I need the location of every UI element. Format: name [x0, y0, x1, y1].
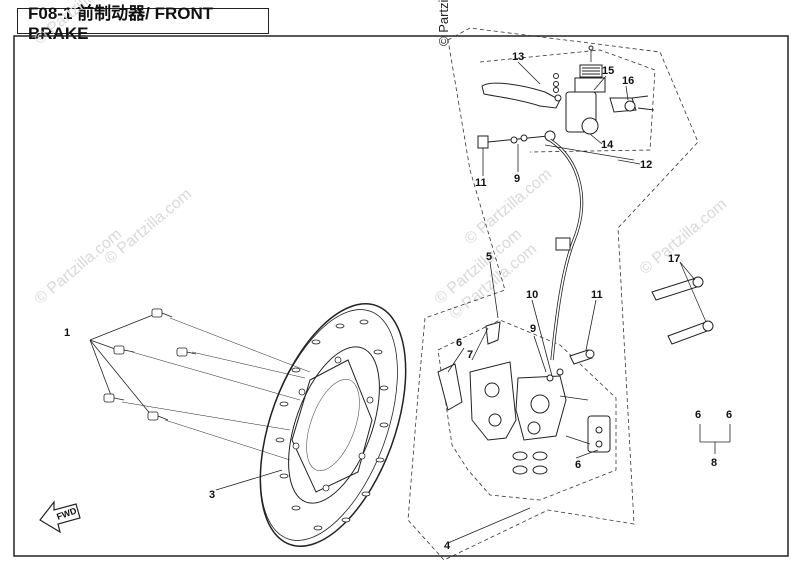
- watermark-1: © Partzilla.com: [32, 0, 126, 48]
- callout-9-upper: 9: [514, 173, 520, 185]
- callout-6-lower: 6: [575, 459, 581, 471]
- callout-12: 12: [640, 159, 652, 171]
- callout-3: 3: [209, 489, 215, 501]
- callout-8: 8: [711, 457, 717, 469]
- leader-lines: [215, 61, 731, 544]
- callout-16: 16: [622, 75, 634, 87]
- callout-6-left: 6: [456, 337, 462, 349]
- callout-labels: 1 3 4 5 6 6 6 6 7 8 9 9 10 11 11 12 13 1…: [64, 51, 732, 552]
- copyright-text: © Partzilla: [436, 0, 451, 46]
- lever-outline: [479, 49, 656, 153]
- brake-caliper: [437, 321, 611, 475]
- page-title: F08-1 前制动器/ FRONT BRAKE: [17, 4, 269, 43]
- caliper-outline: [437, 319, 617, 501]
- callout-11-upper: 11: [475, 177, 487, 189]
- watermark-3: © Partzilla.com: [102, 186, 196, 268]
- master-cylinder: [481, 45, 655, 135]
- callout-1: 1: [64, 327, 70, 339]
- callout-13: 13: [512, 51, 524, 63]
- assembly-outline: [407, 27, 699, 561]
- callout-9-lower: 9: [530, 323, 536, 335]
- brake-disc: [259, 303, 407, 547]
- callout-10: 10: [526, 289, 538, 301]
- callout-15: 15: [602, 65, 614, 77]
- callout-17: 17: [668, 253, 680, 265]
- callout-14: 14: [601, 139, 614, 151]
- callout-4: 4: [444, 540, 451, 552]
- callout-11-lower: 11: [591, 289, 603, 301]
- callout-5: 5: [486, 251, 492, 263]
- forward-arrow-icon: FWD: [39, 500, 81, 534]
- disc-bolts: [89, 308, 311, 461]
- callout-7: 7: [467, 349, 473, 361]
- diagram-border: [13, 35, 789, 557]
- brake-hose: [477, 130, 635, 361]
- callout-6-kit-left: 6: [695, 409, 701, 421]
- callout-6-kit-right: 6: [726, 409, 732, 421]
- caliper-bolts: [569, 261, 714, 365]
